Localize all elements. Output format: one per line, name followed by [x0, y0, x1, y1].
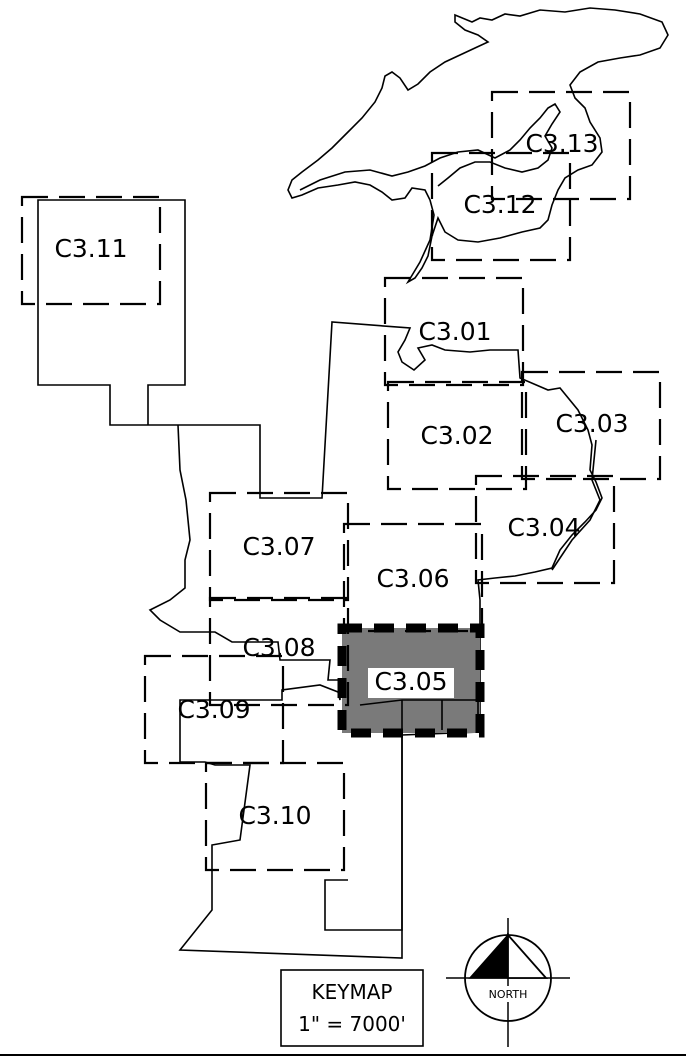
sheet-label-c3-01[interactable]: C3.01	[418, 317, 491, 346]
sheet-c3-13-box	[490, 90, 632, 201]
north-arrow-icon: NORTH	[446, 918, 570, 1047]
keymap-title: KEYMAP	[312, 980, 393, 1004]
creek-line	[551, 439, 601, 571]
reservoir-outline	[287, 7, 669, 285]
access-road	[324, 735, 403, 931]
sheet-label-c3-13[interactable]: C3.13	[525, 129, 598, 158]
north-label: NORTH	[489, 988, 528, 1001]
sheet-c3-06-box	[342, 522, 484, 633]
sheet-label-c3-02[interactable]: C3.02	[420, 421, 493, 450]
title-box	[280, 969, 424, 1047]
sheet-label-c3-11[interactable]: C3.11	[54, 234, 127, 263]
sheet-c3-04-box	[474, 474, 616, 585]
sheet-labels: C3.01 C3.02 C3.03 C3.04 C3.05 C3.06 C3.0…	[54, 129, 628, 830]
keymap-scale: 1" = 7000'	[298, 1012, 406, 1036]
sheet-label-c3-10[interactable]: C3.10	[238, 801, 311, 830]
sheet-c3-02-box	[386, 380, 528, 491]
sheet-c3-11-box	[20, 195, 162, 306]
keymap-title-block: KEYMAP 1" = 7000'	[280, 969, 424, 1047]
sheet-c3-07-box	[208, 491, 350, 602]
sheet-c3-05-internal-lines	[359, 699, 479, 735]
sheet-c3-05-border	[337, 623, 485, 738]
sheet-label-c3-06[interactable]: C3.06	[376, 564, 449, 593]
sheet-c3-08-box	[208, 596, 350, 707]
sheet-c3-10-box	[204, 761, 346, 872]
sheet-label-c3-04[interactable]: C3.04	[507, 513, 580, 542]
sheet-c3-01-box	[383, 276, 525, 387]
sheet-label-c3-12[interactable]: C3.12	[463, 190, 536, 219]
sheet-label-c3-08[interactable]: C3.08	[242, 633, 315, 662]
sheet-c3-03-box	[520, 370, 662, 481]
sheet-label-c3-05[interactable]: C3.05	[374, 667, 447, 696]
sheet-c3-12-box	[430, 151, 572, 262]
sheet-label-c3-03[interactable]: C3.03	[555, 409, 628, 438]
project-boundary	[37, 199, 603, 959]
sheet-c3-05-label-bg	[368, 668, 454, 698]
sheet-label-c3-07[interactable]: C3.07	[242, 532, 315, 561]
sheet-label-c3-09[interactable]: C3.09	[177, 695, 250, 724]
reservoir-inner-shore	[299, 102, 561, 191]
